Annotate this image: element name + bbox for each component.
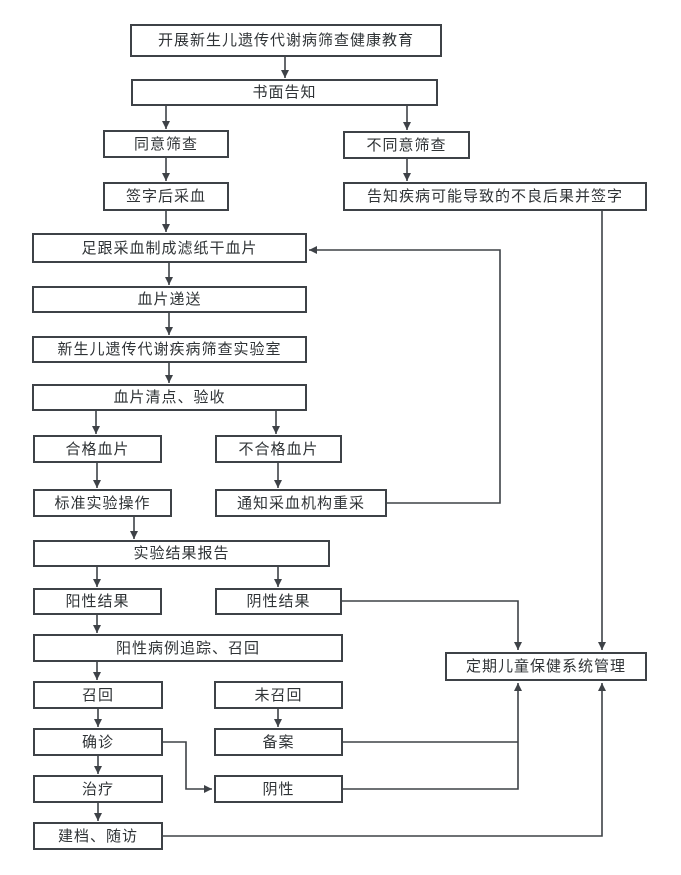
- node-written-notice: 书面告知: [131, 79, 438, 106]
- node-positive-result: 阳性结果: [33, 588, 162, 615]
- edge-negative-result-to-child-healthcare: [342, 600, 522, 650]
- node-delivery: 血片递送: [32, 286, 307, 313]
- node-negative-result: 阴性结果: [215, 588, 342, 615]
- node-filing: 备案: [214, 728, 343, 756]
- node-education: 开展新生儿遗传代谢病筛查健康教育: [130, 24, 442, 57]
- node-treatment: 治疗: [33, 775, 163, 803]
- node-sign-collect: 签字后采血: [103, 182, 229, 211]
- node-check-accept: 血片清点、验收: [32, 384, 307, 411]
- edge-notify-recollect-to-heel-blood: [309, 246, 501, 504]
- node-agree: 同意筛查: [103, 130, 229, 158]
- node-child-healthcare: 定期儿童保健系统管理: [445, 652, 647, 681]
- edge-confirmed-to-negative: [163, 741, 212, 793]
- node-recall: 召回: [33, 681, 163, 709]
- edge-negative-to-child-healthcare: [343, 683, 522, 790]
- node-archive-followup: 建档、随访: [33, 822, 163, 850]
- node-heel-blood: 足跟采血制成滤纸干血片: [32, 233, 307, 263]
- node-standard-op: 标准实验操作: [33, 489, 172, 517]
- node-inform-consequences: 告知疾病可能导致的不良后果并签字: [343, 182, 647, 211]
- node-disagree: 不同意筛查: [343, 131, 470, 159]
- node-unqualified: 不合格血片: [215, 435, 342, 463]
- node-confirmed: 确诊: [33, 728, 163, 756]
- node-not-recalled: 未召回: [214, 681, 343, 709]
- node-qualified: 合格血片: [33, 435, 162, 463]
- node-notify-recollect: 通知采血机构重采: [215, 489, 387, 517]
- edge-archive-followup-to-child-healthcare: [163, 683, 606, 837]
- node-negative: 阴性: [214, 775, 343, 803]
- node-tracking-recall: 阳性病例追踪、召回: [33, 634, 343, 662]
- node-lab: 新生儿遗传代谢疾病筛查实验室: [32, 336, 307, 363]
- node-result-report: 实验结果报告: [33, 540, 330, 567]
